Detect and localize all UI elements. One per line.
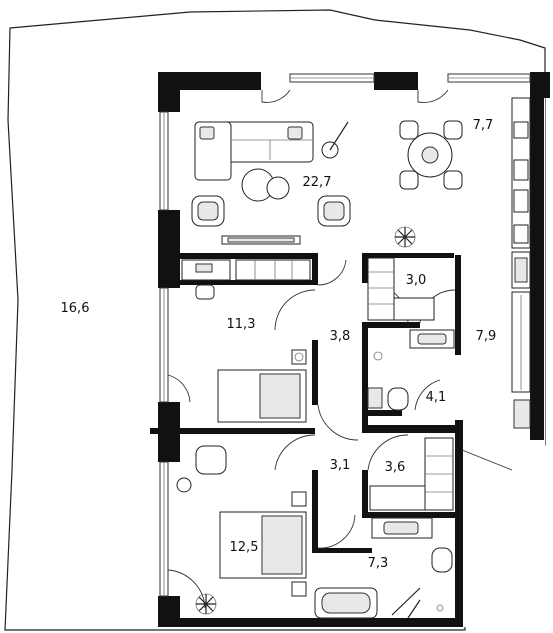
armchair-left xyxy=(191,195,225,227)
kitchen-cabinets xyxy=(511,97,531,429)
desk-bedroom-1 xyxy=(181,259,231,300)
area-storage-top: 3,0 xyxy=(406,273,427,288)
area-labels: 16,6 22,7 7,7 3,0 11,3 3,8 7,9 4,1 3,1 3… xyxy=(61,118,497,571)
bed-bedroom-2 xyxy=(219,491,307,597)
plant-hall xyxy=(394,226,416,248)
dining-table xyxy=(399,120,463,190)
coffee-table xyxy=(241,168,290,202)
area-living: 22,7 xyxy=(303,175,332,190)
area-kitchen: 7,7 xyxy=(473,118,494,133)
floor-lamp xyxy=(321,121,349,159)
area-bath-2: 7,3 xyxy=(368,556,389,571)
area-terrace: 16,6 xyxy=(61,301,90,316)
sofa xyxy=(194,121,314,181)
area-bath-1: 4,1 xyxy=(426,390,447,405)
interior-walls xyxy=(150,253,462,553)
storage-top-shelves xyxy=(367,257,435,321)
area-bedroom-2: 12,5 xyxy=(230,540,259,555)
armchair-bedroom-2 xyxy=(176,445,227,493)
plant-bedroom xyxy=(195,593,217,615)
bath-1-fixtures xyxy=(367,329,455,411)
wardrobe-bedroom-1 xyxy=(235,259,311,281)
bed-bedroom-1 xyxy=(217,349,307,423)
area-hall-right: 7,9 xyxy=(476,329,497,344)
area-hall-lower: 3,1 xyxy=(330,458,351,473)
bath-2-fixtures xyxy=(314,517,453,619)
armchair-right xyxy=(317,195,351,227)
tv-unit xyxy=(221,235,301,245)
area-hall-upper: 3,8 xyxy=(330,329,351,344)
area-bedroom-1: 11,3 xyxy=(227,317,256,332)
windows xyxy=(159,73,531,597)
storage-bottom-shelves xyxy=(369,437,454,511)
area-storage-bottom: 3,6 xyxy=(385,460,406,475)
